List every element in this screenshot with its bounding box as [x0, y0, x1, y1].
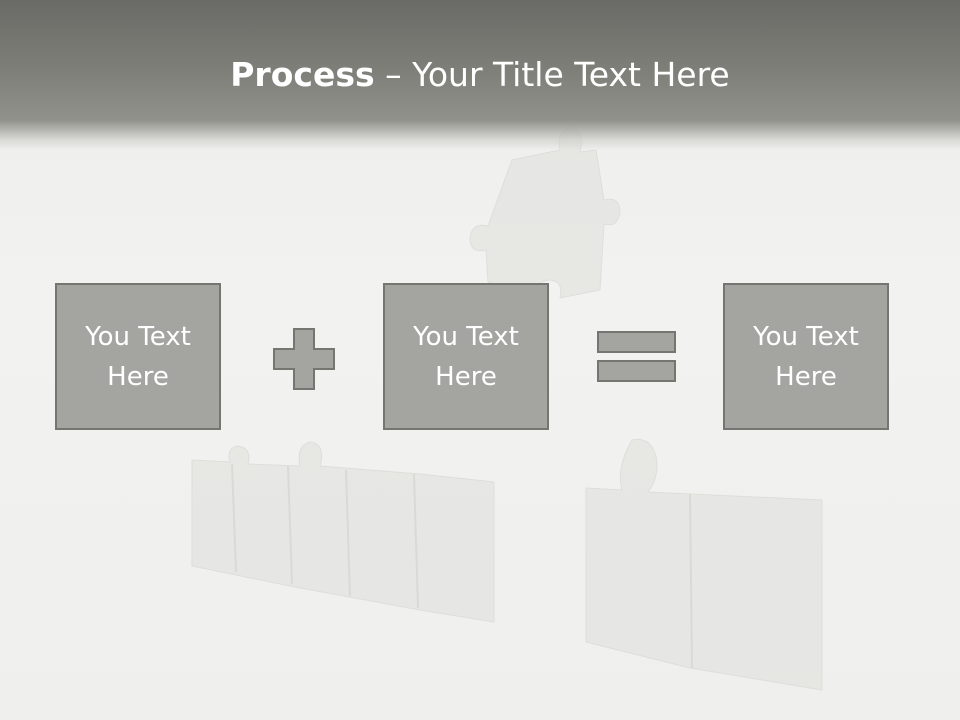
plus-icon [273, 328, 335, 390]
equals-icon [597, 331, 676, 382]
text-box-2-label: You Text Here [413, 321, 519, 392]
text-box-1-label: You Text Here [85, 321, 191, 392]
text-box-2[interactable]: You Text Here [383, 283, 549, 430]
slide-title[interactable]: Process – Your Title Text Here [0, 52, 960, 98]
text-box-1[interactable]: You Text Here [55, 283, 221, 430]
slide-title-bold: Process [230, 55, 375, 94]
slide-title-rest: – Your Title Text Here [374, 55, 730, 94]
text-box-3[interactable]: You Text Here [723, 283, 889, 430]
text-box-3-label: You Text Here [753, 321, 859, 392]
header-band [0, 0, 960, 150]
